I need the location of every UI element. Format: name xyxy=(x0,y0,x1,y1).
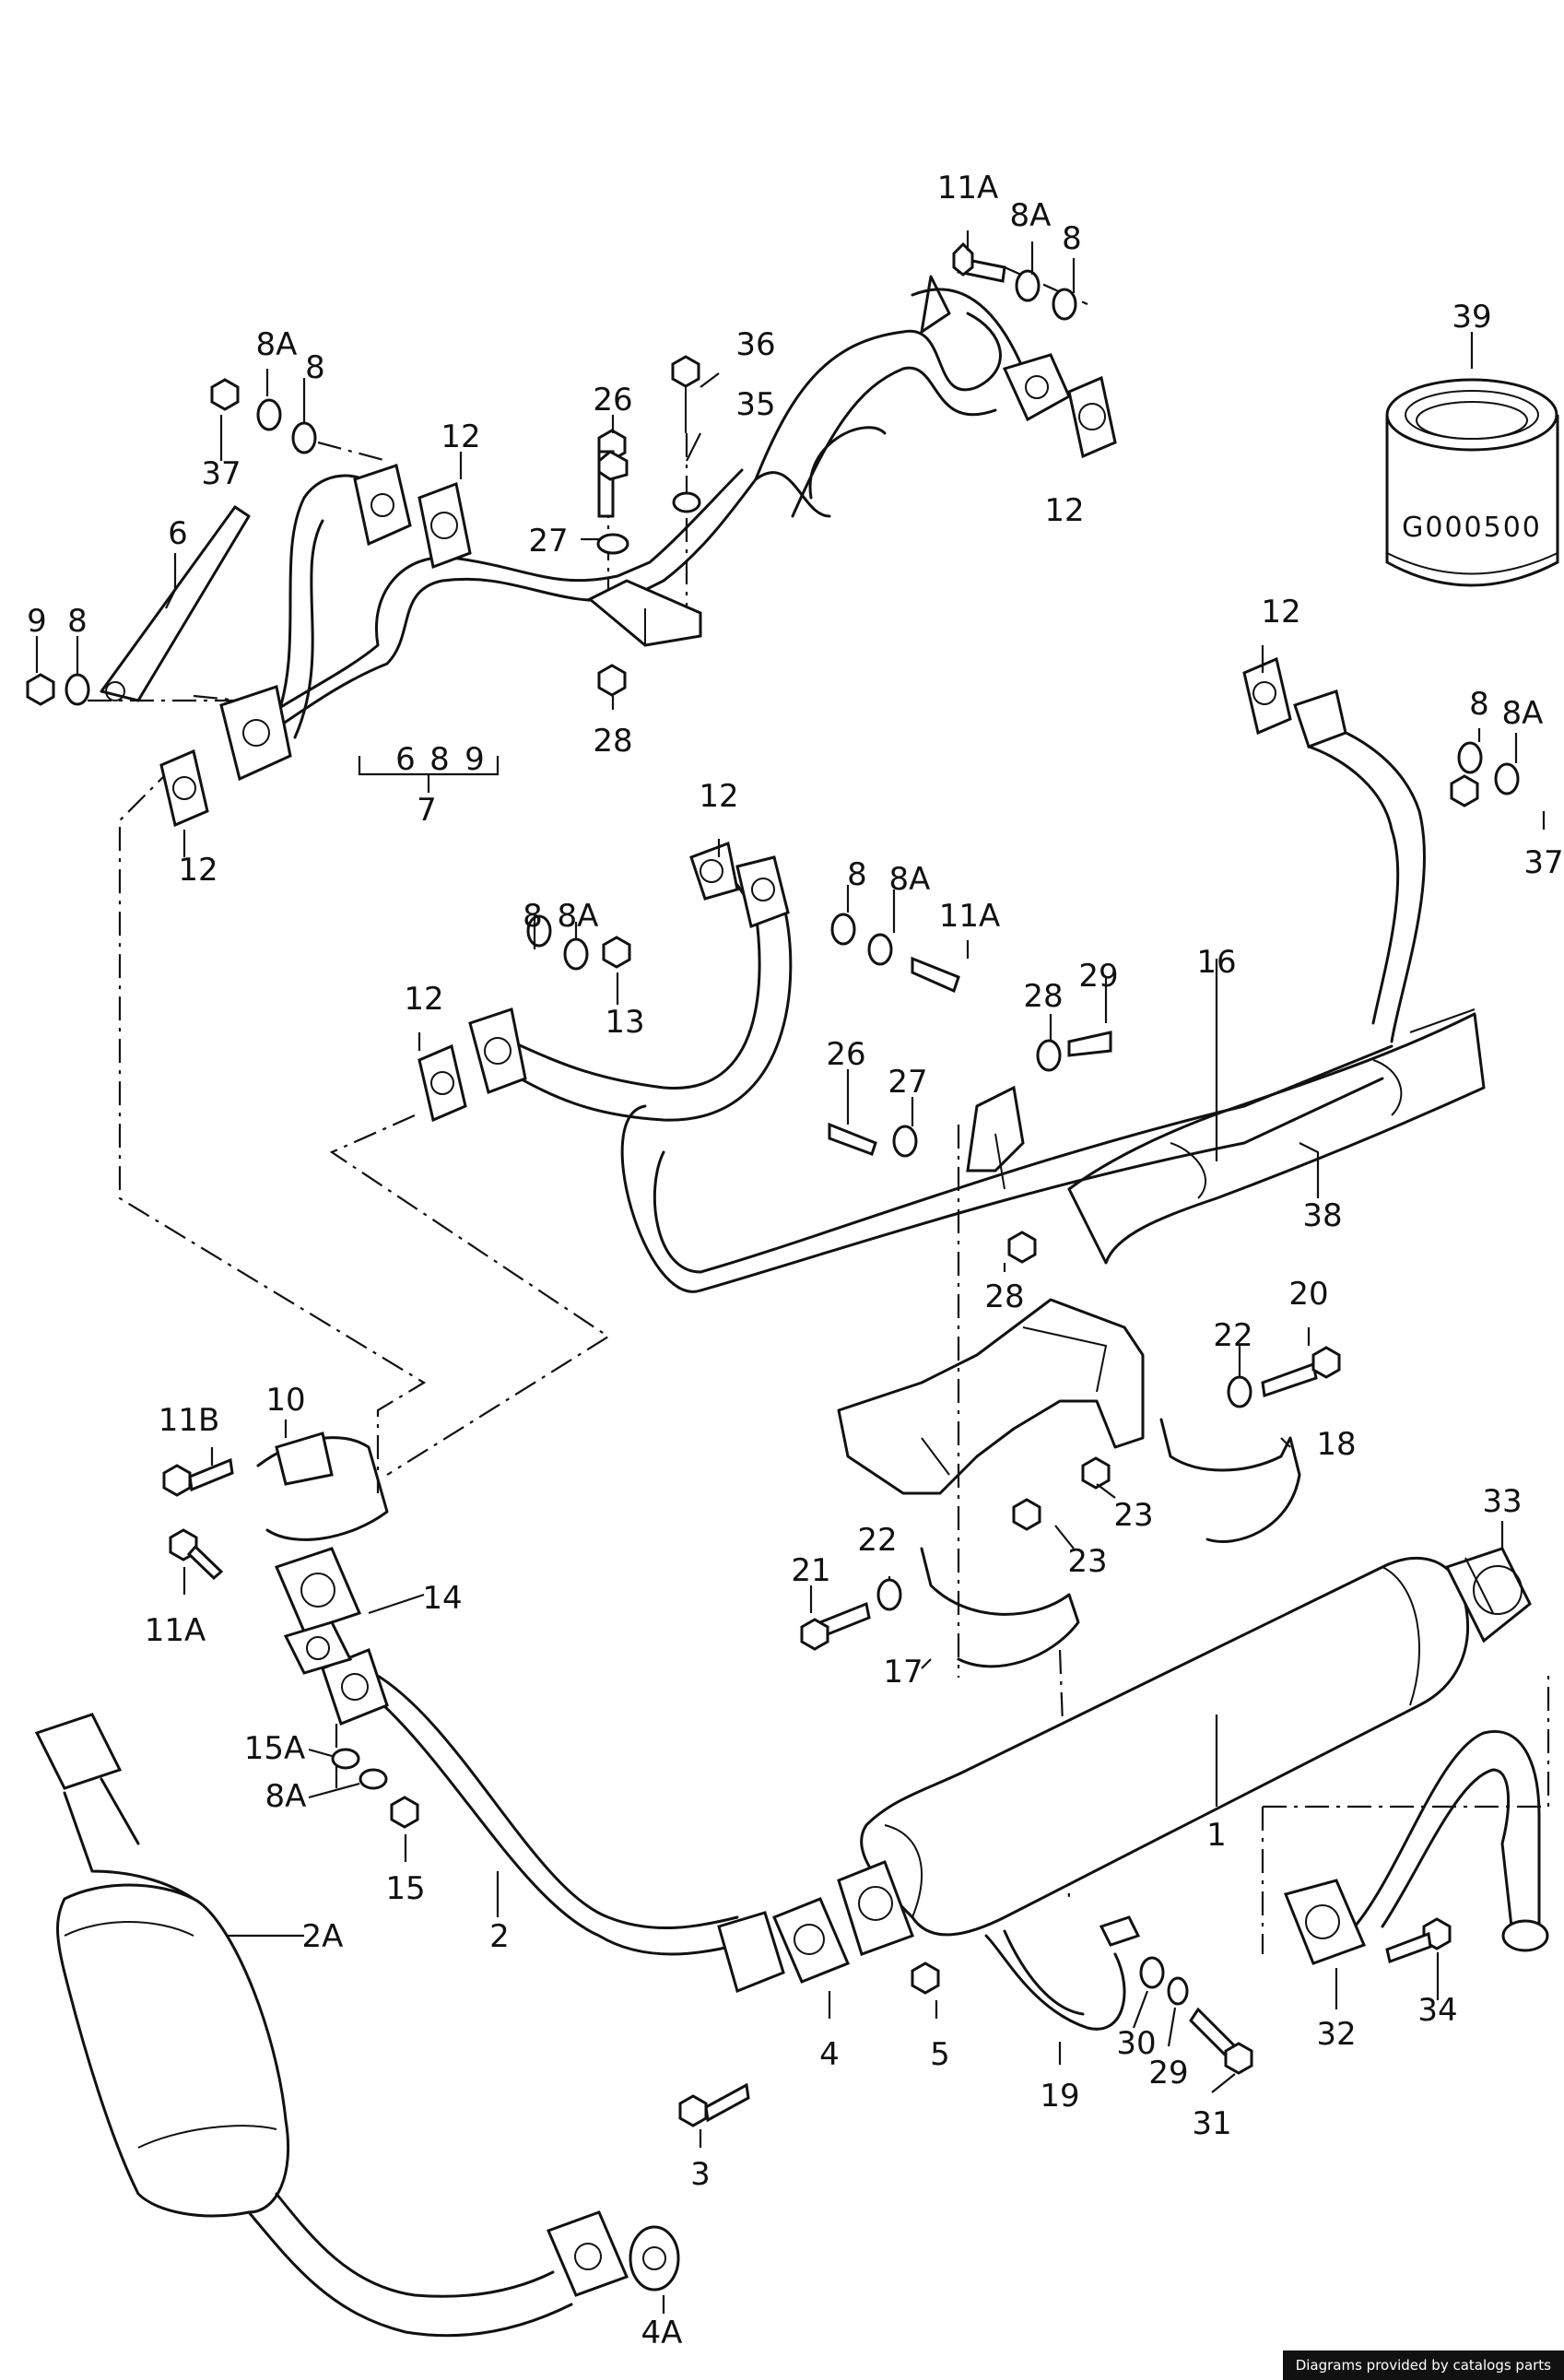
callout-8-upper-right: 8 xyxy=(1062,220,1082,257)
callout-8A-upper-right: 8A xyxy=(1010,197,1052,234)
callout-31: 31 xyxy=(1192,2105,1231,2142)
callout-26-upper: 26 xyxy=(593,382,632,418)
upper-manifold-pipe xyxy=(219,275,1071,782)
callout-8A-middle: 8A xyxy=(889,861,931,898)
callout-22-left: 22 xyxy=(857,1522,897,1559)
callout-8-group: 8 xyxy=(429,741,450,778)
callout-19: 19 xyxy=(1040,2078,1079,2115)
callout-26-middle: 26 xyxy=(826,1036,865,1073)
callout-7-group: 6 xyxy=(395,741,416,778)
tail-pipe xyxy=(1283,1730,1549,1965)
callout-28-middle: 28 xyxy=(984,1278,1024,1315)
callout-17: 17 xyxy=(883,1654,923,1691)
callout-10: 10 xyxy=(265,1382,305,1419)
callout-39: 39 xyxy=(1452,299,1491,336)
callout-20: 20 xyxy=(1288,1276,1328,1313)
callout-11A: 11A xyxy=(145,1612,206,1649)
callout-37-left: 37 xyxy=(201,455,241,492)
main-muffler xyxy=(860,1547,1532,1937)
callout-23-left: 23 xyxy=(1067,1543,1107,1580)
callout-24: 28 xyxy=(1023,978,1063,1015)
catalytic-converter xyxy=(34,1713,680,2338)
callout-7-bracket: 6 xyxy=(168,515,188,552)
callout-12-upper-right: 12 xyxy=(1044,492,1084,529)
callout-3: 3 xyxy=(690,2156,711,2193)
flange-connector xyxy=(162,1432,419,1829)
callout-11-upper: 11A xyxy=(937,170,999,206)
callout-8-mid-left: 8 xyxy=(523,898,543,935)
callout-38: 38 xyxy=(1302,1197,1342,1234)
middle-pipe xyxy=(468,689,1426,1293)
callout-8A-mid-left: 8A xyxy=(558,898,599,935)
callout-36: 36 xyxy=(735,326,775,363)
callout-12-middle: 12 xyxy=(699,778,738,815)
callout-8A-right: 8A xyxy=(1502,695,1544,732)
callout-37-right: 37 xyxy=(1523,844,1563,881)
routing-dash-lines xyxy=(88,265,1550,1954)
callout-27-upper: 27 xyxy=(528,523,568,560)
callout-8-left: 8 xyxy=(67,603,88,640)
callout-8-middle: 8 xyxy=(847,856,867,893)
heat-shield xyxy=(1067,1008,1486,1265)
fasteners-upper-left xyxy=(26,242,1077,706)
callout-25: 29 xyxy=(1078,958,1118,995)
callout-15A: 15A xyxy=(244,1730,306,1767)
gasket-4-and-nut-5 xyxy=(772,1860,940,1995)
front-pipe xyxy=(321,1648,785,1994)
callout-9-left: 9 xyxy=(27,603,47,640)
credit-footer: Diagrams provided by catalogs parts xyxy=(1282,2351,1564,2380)
filter-canister xyxy=(1385,378,1559,587)
callout-11B: 11B xyxy=(159,1402,220,1439)
callout-1: 1 xyxy=(1206,1817,1227,1854)
callout-12-left: 12 xyxy=(178,852,218,889)
callout-4A: 4A xyxy=(641,2315,683,2351)
callout-21: 21 xyxy=(791,1552,830,1589)
callout-28-upper: 28 xyxy=(593,723,632,760)
callout-4: 4 xyxy=(819,2036,840,2073)
middle-bracket xyxy=(526,741,1520,1264)
filter-code-label: G000500 xyxy=(1402,512,1542,544)
callout-16: 16 xyxy=(1196,944,1236,981)
callout-12-mid-left: 12 xyxy=(404,981,443,1018)
callout-14: 14 xyxy=(422,1580,462,1617)
bracket-arm xyxy=(100,505,251,702)
gaskets-middle xyxy=(417,656,1292,1123)
callout-8-right: 8 xyxy=(1469,686,1489,723)
callout-labels: 11A 8A 8 39 8A 8 36 35 26 12 37 6 27 12 … xyxy=(27,170,1563,2351)
callout-32: 32 xyxy=(1316,2016,1356,2053)
callout-5: 5 xyxy=(930,2036,950,2073)
callout-30: 30 xyxy=(1116,2025,1156,2062)
callout-12-upper-left: 12 xyxy=(441,418,480,455)
mounting-bracket-cluster xyxy=(800,1298,1341,1668)
callout-2: 2 xyxy=(489,1918,510,1955)
callout-33: 33 xyxy=(1482,1483,1522,1520)
callout-27-middle: 27 xyxy=(888,1064,927,1101)
callout-9-group: 9 xyxy=(464,741,485,778)
callout-8A-lower: 8A xyxy=(265,1778,307,1815)
callout-8A-upper-left: 8A xyxy=(256,326,298,363)
callout-29: 29 xyxy=(1148,2055,1188,2091)
callout-2A: 2A xyxy=(302,1918,344,1955)
callout-11-middle: 11A xyxy=(939,898,1001,935)
leader-lines xyxy=(35,230,1546,2314)
clamp-19 xyxy=(984,1915,1253,2075)
callout-34: 34 xyxy=(1417,1992,1457,2029)
callout-35: 35 xyxy=(735,386,775,423)
bolt-3 xyxy=(678,2082,750,2127)
callout-12-right: 12 xyxy=(1261,594,1300,630)
callout-18: 18 xyxy=(1316,1426,1356,1463)
callout-22-right: 22 xyxy=(1213,1317,1252,1354)
callout-23-right: 23 xyxy=(1113,1497,1153,1534)
gaskets-upper xyxy=(159,375,1117,828)
callout-13: 13 xyxy=(605,1004,644,1041)
callout-6: 7 xyxy=(417,792,437,829)
callout-15: 15 xyxy=(385,1870,425,1907)
callout-8-upper-left: 8 xyxy=(305,349,325,386)
